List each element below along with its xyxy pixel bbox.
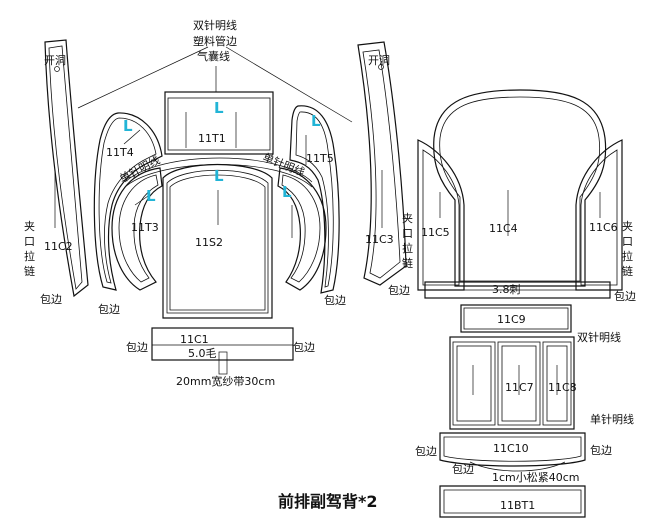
annotation-airbag-line: 气囊线	[197, 49, 230, 63]
piece-11T3	[111, 167, 163, 291]
label-11C3: 11C3	[365, 233, 394, 246]
label-glue-38: 3.8刺	[492, 283, 521, 296]
label-11T3: 11T3	[131, 221, 159, 234]
label-11C8: 11C8	[548, 381, 577, 394]
label-fur: 5.0毛	[188, 347, 217, 360]
mark-L-right-arc: L	[282, 183, 292, 201]
svg-text:口: 口	[402, 227, 413, 240]
label-11T4: 11T4	[106, 146, 134, 159]
svg-text:拉: 拉	[24, 249, 35, 263]
label-binding-strip-left: 包边	[388, 284, 410, 297]
label-elastic: 1cm小松紧40cm	[492, 470, 580, 484]
annotation-plastic-edge: 塑料管边	[193, 34, 237, 48]
label-11C1: 11C1	[180, 333, 209, 346]
piece-11BT1	[439, 485, 586, 518]
annotation-double-stitch: 双针明线	[193, 18, 237, 32]
zipper-note-right: 夹 口 拉 链	[622, 220, 633, 278]
label-binding-11T3: 包边	[98, 303, 120, 316]
svg-text:链: 链	[402, 256, 413, 270]
label-11C7: 11C7	[505, 381, 534, 394]
piece-11C3	[357, 41, 407, 286]
zipper-note-left: 夹 口 拉 链	[24, 220, 35, 278]
label-binding-11C2: 包边	[40, 293, 62, 306]
svg-text:链: 链	[622, 264, 633, 278]
label-binding-11C1-right: 包边	[293, 341, 315, 354]
leader-lines	[77, 46, 353, 123]
svg-text:链: 链	[24, 264, 35, 278]
svg-text:夹: 夹	[622, 220, 633, 233]
piece-11C2	[44, 39, 89, 298]
svg-text:拉: 拉	[402, 241, 413, 255]
label-open-hole-right: 开洞	[368, 54, 390, 67]
piece-11C4	[433, 89, 607, 287]
label-binding-right-arc: 包边	[324, 294, 346, 307]
label-binding-11C10-right: 包边	[590, 444, 612, 457]
label-11T5: 11T5	[306, 152, 334, 165]
label-11C9: 11C9	[497, 313, 526, 326]
label-11C4: 11C4	[489, 222, 518, 235]
label-11T1: 11T1	[198, 132, 226, 145]
svg-text:口: 口	[24, 235, 35, 248]
mark-L-11S2: L	[214, 167, 224, 185]
label-11C5: 11C5	[421, 226, 450, 239]
piece-11C1	[151, 327, 294, 375]
zipper-note-mid: 夹 口 拉 链	[402, 212, 413, 270]
piece-11T4	[93, 112, 163, 291]
label-gauze-band: 20mm宽纱带30cm	[176, 374, 275, 388]
piece-11C7-11C8-block	[449, 336, 575, 430]
label-11C2: 11C2	[44, 240, 73, 253]
mark-L-11T1: L	[214, 99, 224, 117]
label-binding-11C10-left: 包边	[415, 445, 437, 458]
svg-text:夹: 夹	[24, 220, 35, 233]
piece-bottom-strip-38	[424, 281, 611, 299]
label-11BT1: 11BT1	[500, 499, 535, 512]
piece-11C9	[460, 304, 572, 333]
label-binding-11C10-bottom: 包边	[452, 463, 474, 476]
label-binding-11C1-left: 包边	[126, 341, 148, 354]
mark-L-11T5: L	[311, 112, 321, 130]
svg-text:夹: 夹	[402, 212, 413, 225]
piece-11C6	[575, 139, 623, 291]
piece-11T1	[164, 91, 274, 155]
label-11C6: 11C6	[589, 221, 618, 234]
piece-11S2	[162, 163, 273, 319]
label-11S2: 11S2	[195, 236, 223, 249]
svg-text:拉: 拉	[622, 249, 633, 263]
piece-11C5	[417, 139, 465, 291]
piece-right-arc	[277, 167, 327, 291]
label-single-stitch-bottom: 单针明线	[590, 412, 634, 426]
label-binding-strip-right: 包边	[614, 290, 636, 303]
mark-L-11T4: L	[123, 117, 133, 135]
mark-L-11T3: L	[146, 187, 156, 205]
label-11C10: 11C10	[493, 442, 529, 455]
svg-text:口: 口	[622, 235, 633, 248]
piece-11C10	[439, 432, 586, 472]
diagram-title: 前排副驾背*2	[278, 492, 378, 511]
piece-11T5	[289, 105, 340, 294]
label-double-stitch: 双针明线	[577, 330, 621, 344]
label-open-hole-left: 开洞	[44, 54, 66, 67]
